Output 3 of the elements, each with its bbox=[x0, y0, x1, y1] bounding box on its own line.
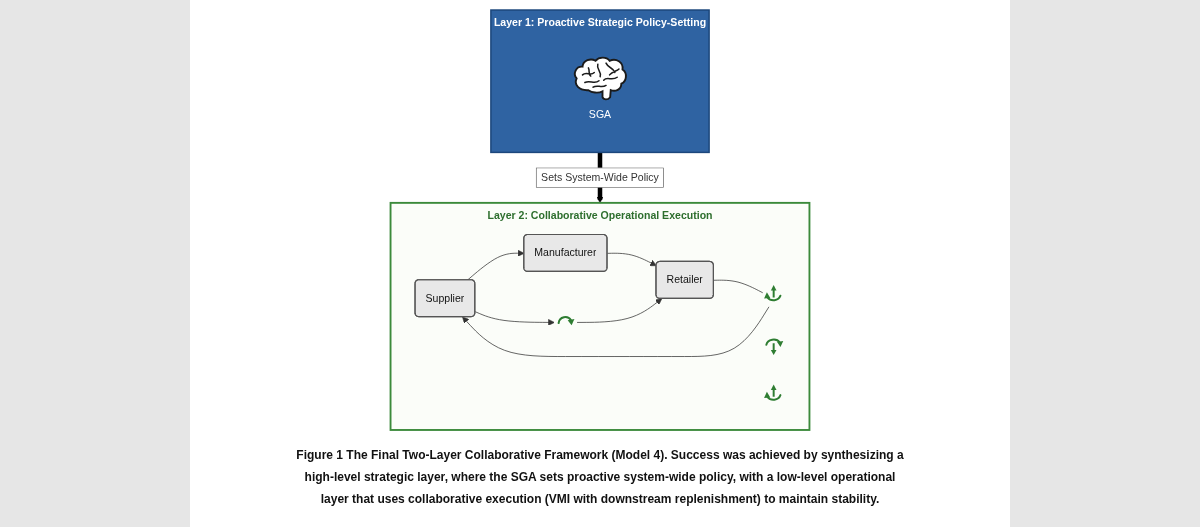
edge-label: Sets System-Wide Policy bbox=[541, 171, 659, 184]
figure-caption: Figure 1 The Final Two-Layer Collaborative Framework (Model 4). Success was achieved by synthesizing a high-level strategic layer, where the SGA sets proactive system-wide policy, with a low-level operational layer that uses collaborative execution (VMI with downstream replenishment) to maintain stability. bbox=[295, 447, 905, 508]
connector bbox=[713, 279, 764, 294]
